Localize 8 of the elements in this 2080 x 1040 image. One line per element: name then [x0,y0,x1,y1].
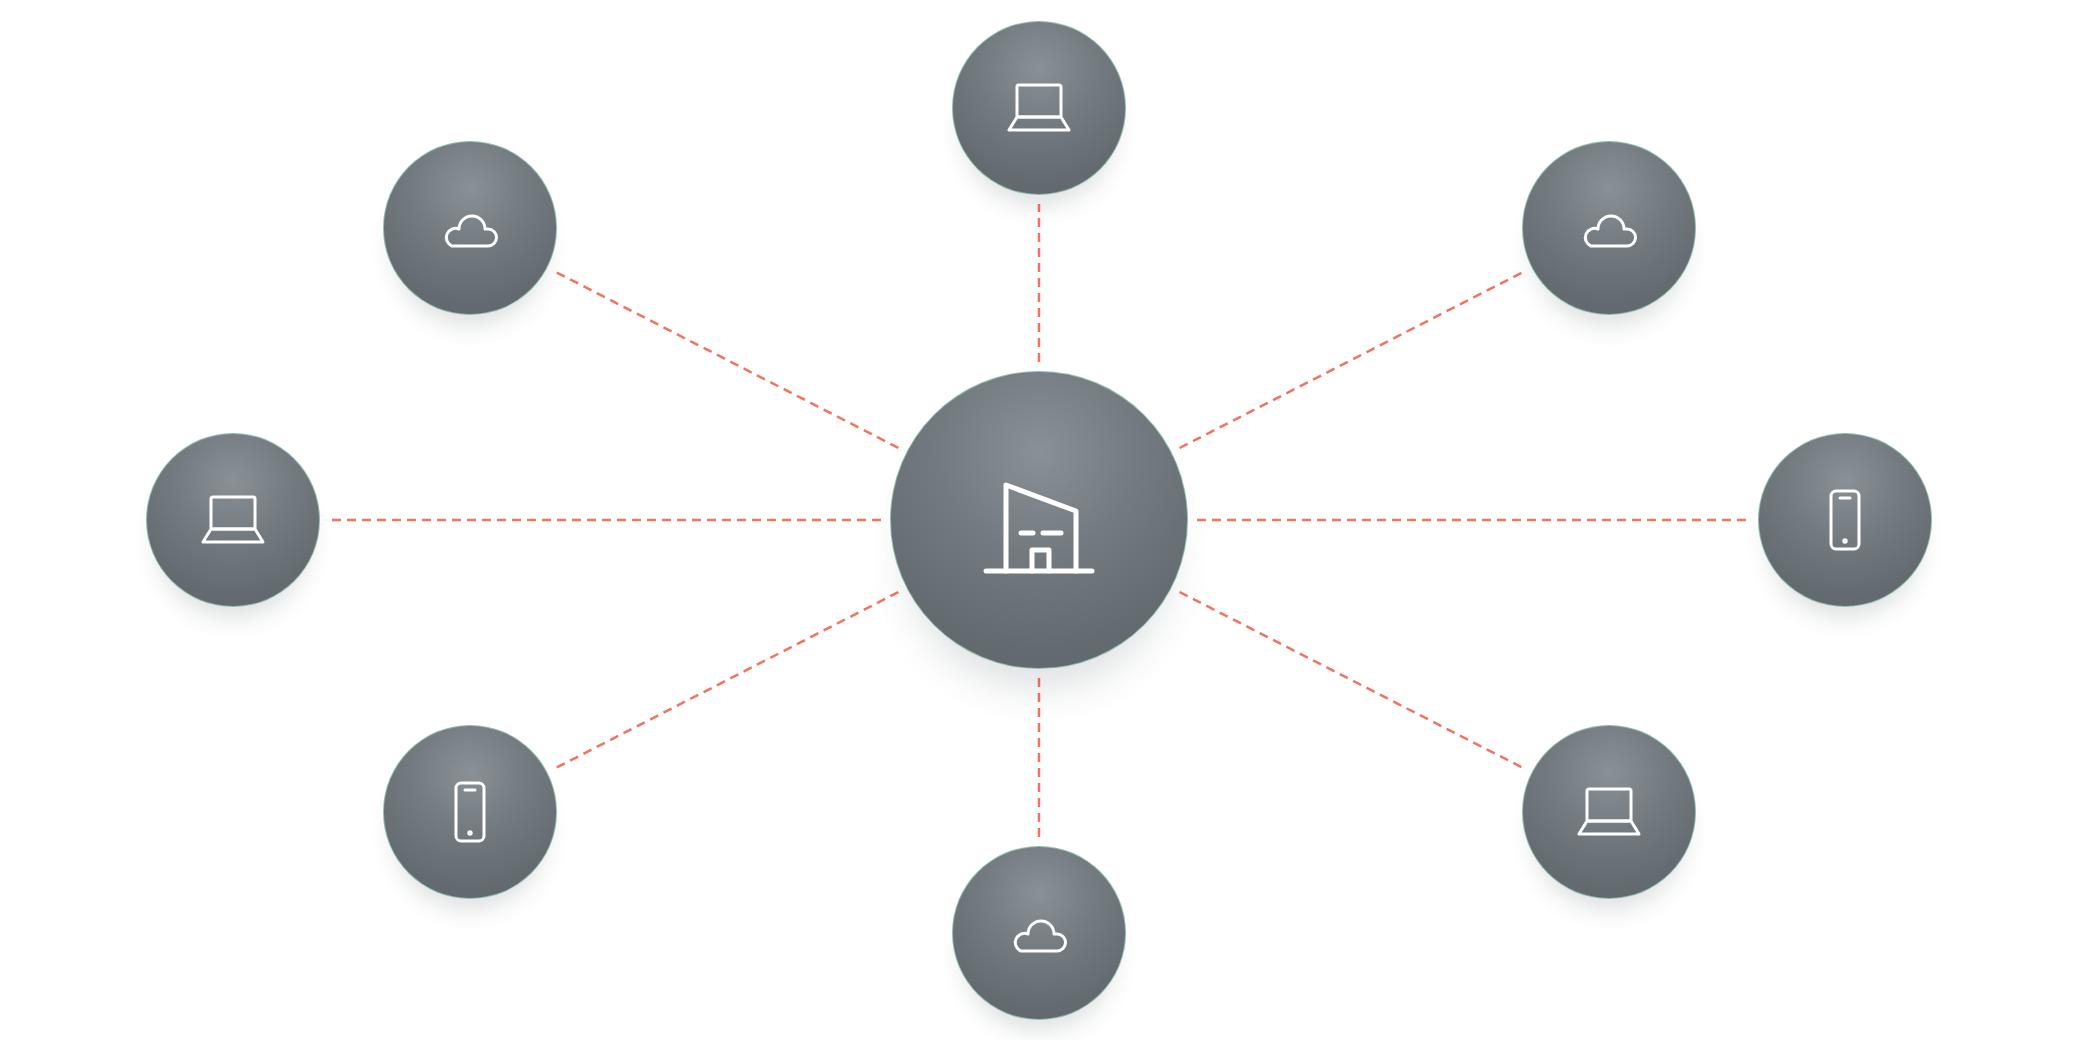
dashed-connector [1037,678,1041,837]
dashed-connector [554,270,899,449]
dashed-connector [329,518,881,522]
dashed-connector [554,591,899,770]
dashed-connector [1037,204,1041,362]
dashed-connector [1179,270,1525,450]
dashed-connector [1179,590,1525,770]
dashed-connector [1197,518,1749,522]
